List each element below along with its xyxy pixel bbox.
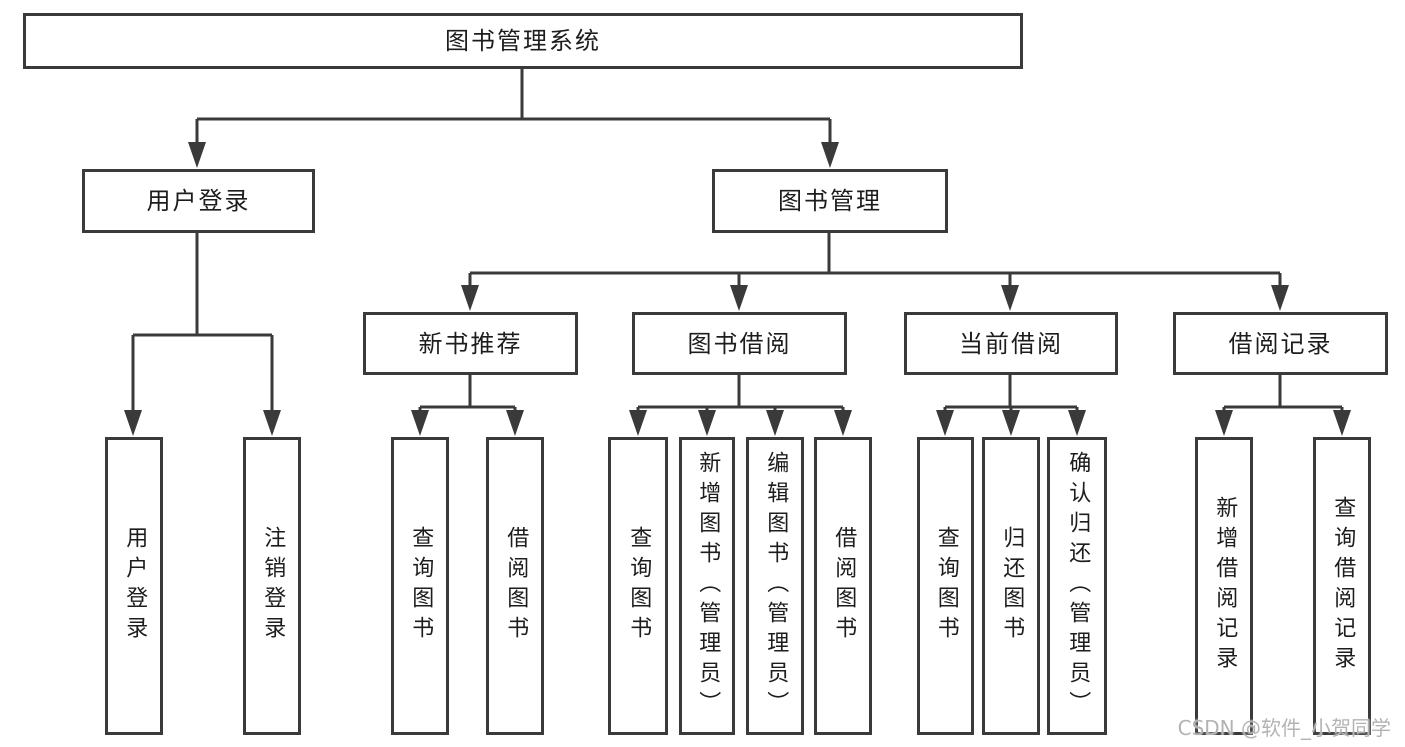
leaf-confirm-return-admin-label: 确认归还（管理员） <box>1065 451 1091 721</box>
leaf-logout: 注销登录 <box>243 437 301 735</box>
leaf-return-book-label: 归还图书 <box>999 526 1025 646</box>
watermark: CSDN @软件_小贺同学 <box>1177 716 1391 740</box>
node-user-login-branch-label: 用户登录 <box>146 187 251 215</box>
leaf-user-login: 用户登录 <box>105 437 163 735</box>
connector-book-management-sections <box>461 233 1289 311</box>
node-current-borrow-label: 当前借阅 <box>959 329 1063 358</box>
leaf-query-books-2-label: 查询图书 <box>626 526 652 646</box>
node-new-book-recommend-label: 新书推荐 <box>418 329 523 358</box>
connector-new-book-recommend-children <box>411 375 524 436</box>
leaf-query-books-2: 查询图书 <box>608 437 668 735</box>
connector-book-borrow-children <box>629 375 852 436</box>
node-user-login-branch: 用户登录 <box>82 169 315 233</box>
connector-borrow-records-children <box>1215 375 1351 436</box>
leaf-borrow-books-2: 借阅图书 <box>814 437 872 735</box>
leaf-edit-book-admin: 编辑图书（管理员） <box>746 437 804 735</box>
leaf-edit-book-admin-label: 编辑图书（管理员） <box>763 451 789 721</box>
node-borrow-records: 借阅记录 <box>1173 312 1388 375</box>
node-new-book-recommend: 新书推荐 <box>363 312 578 375</box>
node-root-label: 图书管理系统 <box>445 27 601 55</box>
leaf-query-books-1-label: 查询图书 <box>408 526 434 646</box>
node-root: 图书管理系统 <box>23 13 1023 69</box>
node-book-borrow: 图书借阅 <box>632 312 847 375</box>
node-book-management: 图书管理 <box>712 169 948 233</box>
leaf-borrow-books-1: 借阅图书 <box>486 437 544 735</box>
leaf-user-login-label: 用户登录 <box>122 526 148 646</box>
connector-root-to-branches <box>188 69 839 168</box>
leaf-query-books-3: 查询图书 <box>917 437 974 735</box>
connector-user-login-children <box>124 233 281 436</box>
node-book-management-label: 图书管理 <box>778 187 882 215</box>
node-borrow-records-label: 借阅记录 <box>1228 329 1333 358</box>
leaf-borrow-books-1-label: 借阅图书 <box>503 526 529 646</box>
node-current-borrow: 当前借阅 <box>904 312 1118 375</box>
leaf-add-borrow-record: 新增借阅记录 <box>1195 437 1253 735</box>
leaf-return-book: 归还图书 <box>982 437 1040 735</box>
leaf-query-borrow-record-label: 查询借阅记录 <box>1330 496 1356 676</box>
leaf-add-book-admin: 新增图书（管理员） <box>679 437 735 735</box>
leaf-add-borrow-record-label: 新增借阅记录 <box>1212 496 1238 676</box>
leaf-logout-label: 注销登录 <box>260 526 286 646</box>
leaf-query-borrow-record: 查询借阅记录 <box>1313 437 1371 735</box>
leaf-confirm-return-admin: 确认归还（管理员） <box>1047 437 1107 735</box>
leaf-borrow-books-2-label: 借阅图书 <box>831 526 857 646</box>
node-book-borrow-label: 图书借阅 <box>687 329 792 358</box>
connector-current-borrow-children <box>936 375 1086 436</box>
leaf-query-books-1: 查询图书 <box>391 437 449 735</box>
leaf-add-book-admin-label: 新增图书（管理员） <box>695 451 721 721</box>
leaf-query-books-3-label: 查询图书 <box>933 526 959 646</box>
